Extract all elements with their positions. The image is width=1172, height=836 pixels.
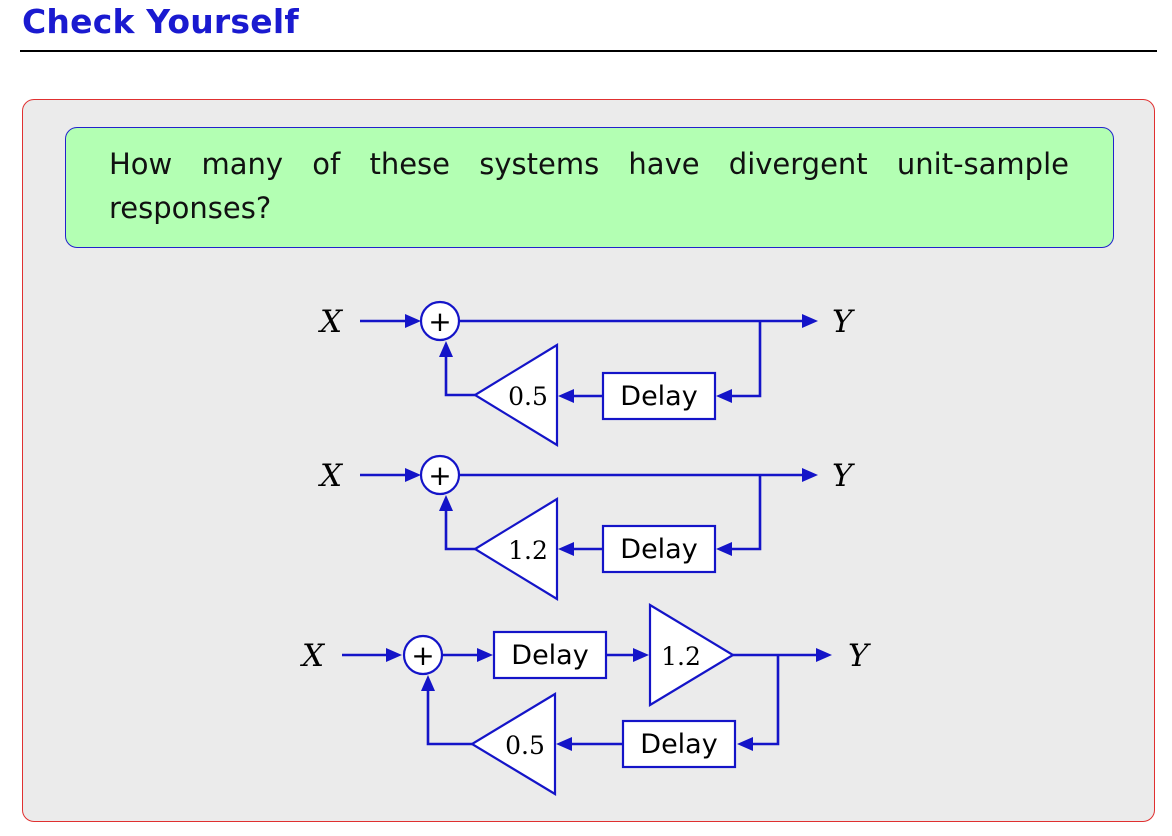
diagram-2-delay-to-gain-arrow [558,542,574,556]
diagram-3-output-label: Y [848,638,871,674]
title-rule [20,50,1157,52]
diagram-2: X + Y Delay 1.2 [318,454,855,601]
diagram-3-tap-arrow [737,737,753,751]
diagram-3-feedback-wire [426,690,472,746]
diagram-1-delay-to-gain-arrow [558,389,574,403]
diagram-3-tap-wire [751,655,780,746]
diagram-3-delay-box-feedback [621,719,737,769]
diagram-1: X + Y Delay 0.5 [318,300,855,447]
diagram-2-adder-symbol: + [428,459,451,492]
diagram-3-gain-label-feedback: 0.5 [505,731,545,760]
diagram-1-delay-label: Delay [620,381,697,412]
diagram-3: X + Delay 1.2 Y Delay 0.5 [300,603,871,796]
diagram-1-feedback-arrow [439,341,453,357]
diagram-3-output-arrow [816,648,832,662]
diagram-3-input-label: X [300,638,326,674]
diagram-1-input-label: X [318,304,344,340]
diagram-2-tap-wire [730,475,762,551]
diagram-3-gain-triangle-forward [648,603,736,707]
diagram-1-tap-arrow [716,389,732,403]
diagram-1-gain-label: 0.5 [508,382,548,411]
diagram-1-output-arrow [802,314,818,328]
slide-title: Check Yourself [22,2,299,41]
diagram-3-adder-to-delay-arrow [477,648,493,662]
diagram-3-delay-box-forward [492,630,608,680]
diagram-3-delay-label-forward: Delay [511,640,588,671]
diagram-2-output-label: Y [832,458,855,494]
diagram-2-delay-label: Delay [620,534,697,565]
diagram-3-input-arrow [386,648,402,662]
diagram-3-gain-label-forward: 1.2 [661,642,701,671]
diagram-1-gain-triangle [472,343,559,447]
diagram-3-delay-to-gain-arrow [633,648,649,662]
diagram-2-tap-arrow [716,542,732,556]
diagram-3-gain-triangle-feedback [469,692,557,796]
diagram-2-input-label: X [318,458,344,494]
diagram-1-tap-wire [730,321,762,398]
diagram-3-delay-label-feedback: Delay [640,729,717,760]
diagram-1-input-arrow [405,314,421,328]
diagram-1-adder-symbol: + [428,305,451,338]
diagram-3-feedback-arrow [421,675,435,691]
diagram-2-gain-label: 1.2 [508,536,548,565]
question-box: How many of these systems have divergent… [65,127,1114,248]
diagram-2-input-arrow [405,468,421,482]
diagram-2-delay-box [601,524,717,574]
diagram-3-feedback-delay-to-gain-arrow [556,737,572,751]
diagram-3-adder-symbol: + [411,639,434,672]
diagram-2-feedback-wire [444,510,475,551]
diagram-2-gain-triangle [472,497,559,601]
diagram-1-feedback-wire [444,356,475,397]
diagram-2-feedback-arrow [439,495,453,511]
diagram-2-output-arrow [802,468,818,482]
diagram-1-output-label: Y [832,304,855,340]
question-text: How many of these systems have divergent… [109,147,1069,225]
